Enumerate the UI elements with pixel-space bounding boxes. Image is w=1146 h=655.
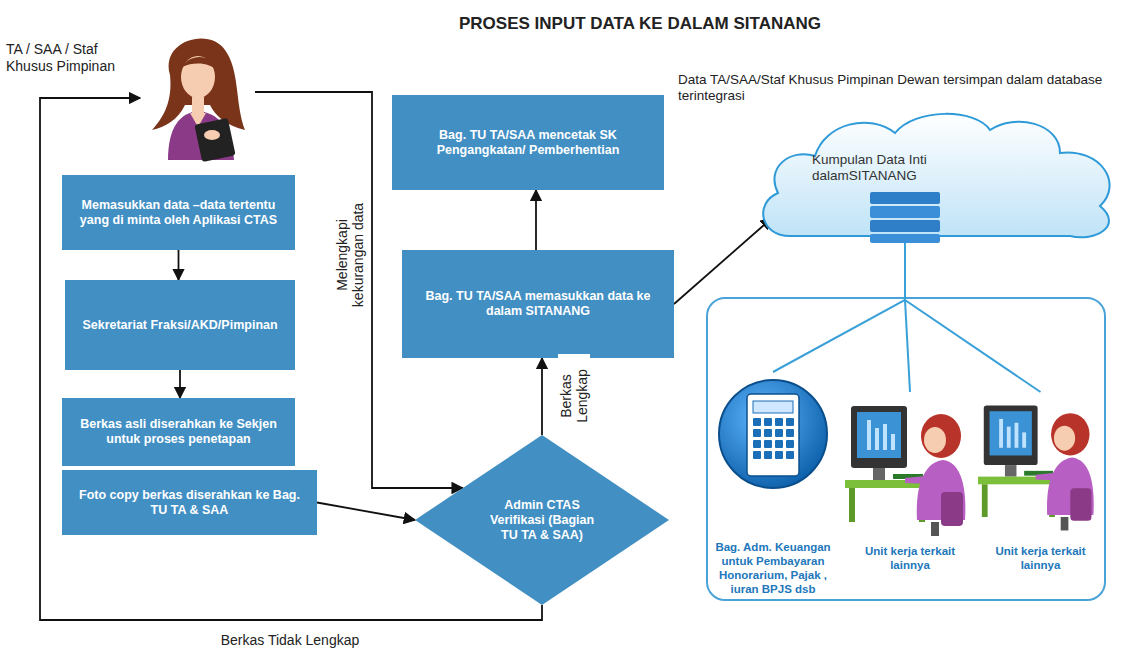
unit-icon: Unit kerja terkait lainnya	[978, 392, 1103, 597]
link-line	[905, 243, 1041, 392]
process-box: Bag. TU TA/SAA memasukkan data ke dalam …	[402, 250, 674, 358]
flow-arrow	[317, 503, 415, 521]
flow-arrow	[535, 190, 537, 250]
database-cloud: Data TA/SAA/Staf Khusus Pimpinan Dewan t…	[750, 108, 1125, 243]
node-text: TA / SAA / Staf Khusus Pimpinan	[6, 41, 136, 75]
process-box: Bag. TU TA/SAA mencetak SK Pengangkatan/…	[392, 95, 664, 190]
node-text: Memasukkan data –data tertentu yang di m…	[70, 198, 287, 228]
cloud-shape	[750, 108, 1125, 243]
process-box: Berkas asli diserahkan ke Sekjen untuk p…	[62, 398, 295, 466]
flow-arrow	[178, 250, 180, 280]
node-text: Admin CTAS Verifikasi (Bagian TU TA & SA…	[486, 498, 598, 543]
unit-panel	[707, 298, 1105, 600]
node-text: Sekretariat Fraksi/AKD/Pimpinan	[82, 318, 277, 333]
unit-icon: Unit kerja terkait lainnya	[845, 392, 975, 597]
person-figure: TA / SAA / Staf Khusus Pimpinan	[140, 35, 255, 160]
process-box: Sekretariat Fraksi/AKD/Pimpinan	[65, 280, 295, 370]
node-text: Unit kerja terkait lainnya	[845, 544, 975, 572]
diagram-title: PROSES INPUT DATA KE DALAM SITANANG	[340, 14, 940, 34]
node-text: Berkas asli diserahkan ke Sekjen untuk p…	[70, 417, 287, 447]
node-text: Kumpulan Data Inti dalamSITANANG	[812, 152, 982, 184]
person-illustration	[140, 35, 255, 160]
flow-arrow	[674, 218, 772, 304]
node-text: Bag. TU TA/SAA memasukkan data ke dalam …	[410, 289, 666, 319]
flow-arrow	[541, 358, 543, 435]
edge-label: Berkas Lengkap	[558, 354, 590, 438]
node-text: Bag. Adm. Keuangan untuk Pembayaran Hono…	[708, 540, 838, 596]
node-text: Unit kerja terkait lainnya	[978, 544, 1103, 572]
node-text: Bag. TU TA/SAA mencetak SK Pengangkatan/…	[400, 128, 656, 158]
process-box: Memasukkan data –data tertentu yang di m…	[62, 175, 295, 250]
node-text: Foto copy berkas diserahkan ke Bag. TU T…	[70, 488, 309, 518]
flow-arrow	[179, 370, 181, 398]
node-text: Data TA/SAA/Staf Khusus Pimpinan Dewan t…	[678, 72, 1142, 104]
decision-diamond: Admin CTAS Verifikasi (Bagian TU TA & SA…	[415, 435, 669, 605]
edge-label: Melengkapi kekurangan data	[334, 193, 366, 317]
unit-icon: Bag. Adm. Keuangan untuk Pembayaran Hono…	[708, 372, 838, 598]
process-box: Foto copy berkas diserahkan ke Bag. TU T…	[62, 470, 317, 535]
edge-label: Berkas Tidak Lengkap	[188, 632, 392, 648]
link-line	[773, 243, 905, 372]
